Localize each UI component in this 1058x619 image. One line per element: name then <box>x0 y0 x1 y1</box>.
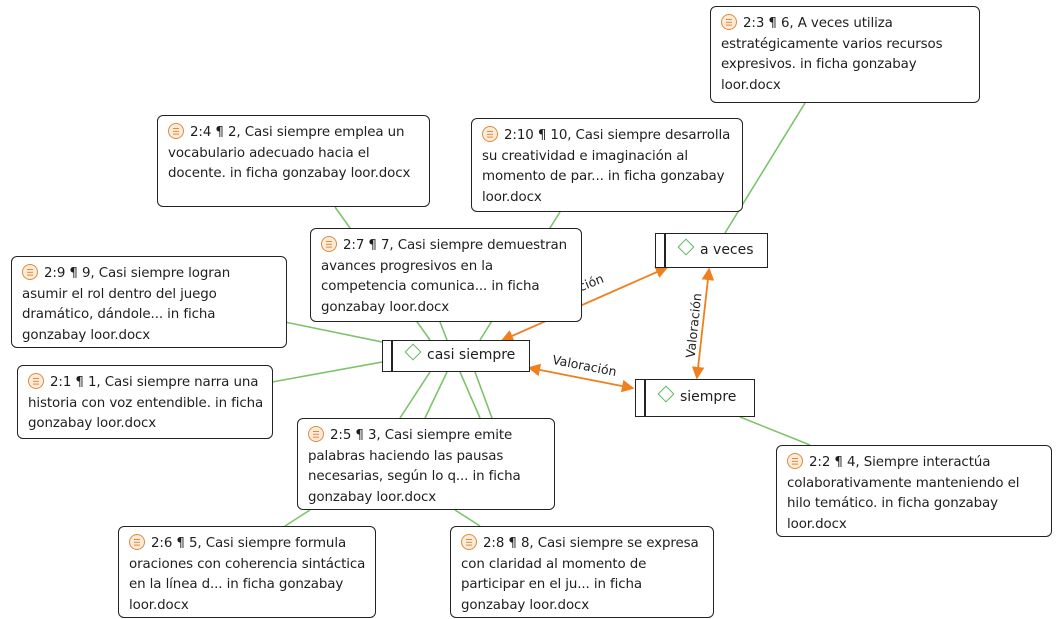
quotation-icon <box>461 534 477 550</box>
link-q28-q25 <box>454 509 481 527</box>
code-label: casi siempre <box>427 347 516 363</box>
quote-node-2-1[interactable]: 2:1 ¶ 1, Casi siempre narra una historia… <box>17 365 273 439</box>
quote-text: 2:7 ¶ 7, Casi siempre demuestran avances… <box>321 238 568 315</box>
link-q26-q25 <box>284 509 311 527</box>
code-node-siempre[interactable]: siempre <box>635 379 755 417</box>
quote-text: 2:10 ¶ 10, Casi siempre desarrolla su cr… <box>482 128 731 205</box>
code-node-bar <box>644 380 646 416</box>
quote-text: 2:8 ¶ 8, Casi siempre se expresa con cla… <box>461 536 699 613</box>
link-q22-siempre <box>739 416 811 446</box>
quotation-icon <box>168 123 184 139</box>
code-node-bar <box>664 234 666 267</box>
link-q25-casi-a <box>399 371 431 419</box>
quotation-icon <box>28 373 44 389</box>
code-node-casi-siempre[interactable]: casi siempre <box>382 340 530 372</box>
code-diamond-icon <box>404 343 422 361</box>
code-diamond-icon <box>677 238 695 256</box>
quotation-icon <box>321 236 337 252</box>
code-label: a veces <box>700 242 754 258</box>
code-label: siempre <box>680 389 737 405</box>
quote-node-2-6[interactable]: 2:6 ¶ 5, Casi siempre formula oraciones … <box>118 526 376 618</box>
link-q27-casi <box>439 321 448 341</box>
code-node-a-veces[interactable]: a veces <box>655 233 768 268</box>
quote-text: 2:6 ¶ 5, Casi siempre formula oraciones … <box>129 536 366 613</box>
quote-node-2-8[interactable]: 2:8 ¶ 8, Casi siempre se expresa con cla… <box>450 526 714 618</box>
quote-node-2-5[interactable]: 2:5 ¶ 3, Casi siempre emite palabras hac… <box>297 418 555 510</box>
code-diamond-icon <box>657 385 675 403</box>
quotation-icon <box>308 426 324 442</box>
quote-text: 2:1 ¶ 1, Casi siempre narra una historia… <box>28 375 264 431</box>
quote-text: 2:2 ¶ 4, Siempre interactúa colaborativa… <box>787 455 1020 532</box>
quotation-icon <box>22 264 38 280</box>
quotation-icon <box>721 14 737 30</box>
quote-text: 2:5 ¶ 3, Casi siempre emite palabras hac… <box>308 428 521 505</box>
quote-node-2-7[interactable]: 2:7 ¶ 7, Casi siempre demuestran avances… <box>310 228 582 322</box>
quotation-icon <box>129 534 145 550</box>
link-q25-casi-c <box>459 371 481 419</box>
quote-text: 2:9 ¶ 9, Casi siempre logran asumir el r… <box>22 266 231 343</box>
quote-node-2-10[interactable]: 2:10 ¶ 10, Casi siempre desarrolla su cr… <box>471 118 743 212</box>
link-q25-casi-d <box>474 371 493 419</box>
quotation-icon <box>787 453 803 469</box>
quote-text: 2:3 ¶ 6, A veces utiliza estratégicament… <box>721 16 943 93</box>
quote-text: 2:4 ¶ 2, Casi siempre emplea un vocabula… <box>168 125 411 181</box>
link-q21-casi <box>271 361 383 383</box>
quotation-icon <box>482 126 498 142</box>
quote-node-2-2[interactable]: 2:2 ¶ 4, Siempre interactúa colaborativa… <box>776 445 1052 537</box>
code-node-bar <box>391 341 393 371</box>
quote-node-2-9[interactable]: 2:9 ¶ 9, Casi siempre logran asumir el r… <box>11 256 287 348</box>
relation-casi-siempre <box>527 363 635 393</box>
quote-node-2-4[interactable]: 2:4 ¶ 2, Casi siempre emplea un vocabula… <box>157 115 430 207</box>
relation-aveces-casi <box>500 266 669 342</box>
link-q29-casi <box>274 319 383 343</box>
link-q25-casi-b <box>424 371 448 419</box>
relation-aveces-siempre <box>691 267 715 380</box>
quote-node-2-3[interactable]: 2:3 ¶ 6, A veces utiliza estratégicament… <box>710 6 980 103</box>
